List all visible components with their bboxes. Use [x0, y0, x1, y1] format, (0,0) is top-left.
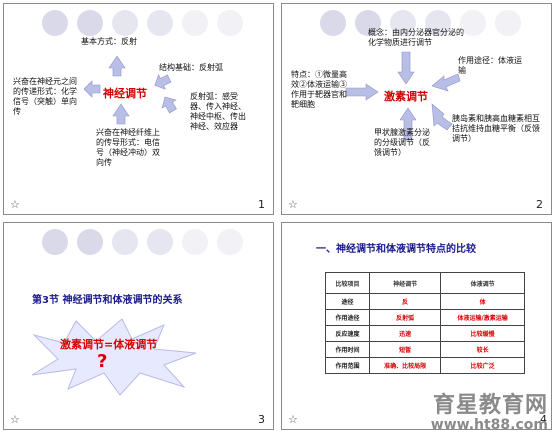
- nerve-fiber-conduction-text: 兴奋在神经纤维上的传导形式：电信号（神经冲动）双向传: [96, 128, 160, 167]
- basic-mode-text: 基本方式：反射: [81, 37, 137, 46]
- concept-arrows: [83, 55, 177, 125]
- circle-icon: [217, 229, 243, 255]
- watermark-url: www.ht88.com: [430, 417, 548, 433]
- table-row: 途径 反 体: [325, 293, 525, 310]
- decorative-circles: [4, 229, 273, 259]
- blood-sugar-text: 胰岛素和胰高血糖素相互拮抗维持血糖平衡（反馈调节）: [452, 114, 540, 143]
- thyroid-regulation-text: 甲状腺激素分泌的分级调节（反馈调节）: [374, 128, 430, 157]
- slide-number: 1: [258, 198, 265, 211]
- circle-icon: [42, 10, 68, 36]
- table-header-cell: 神经调节: [368, 272, 442, 294]
- reflex-arc-text: 反射弧：感受器、传入神经、神经中枢、传出神经、效应器: [190, 92, 246, 131]
- table-cell: 作用时间: [325, 341, 370, 358]
- burst-shape: [31, 318, 197, 396]
- hormone-regulation-label: 激素调节: [382, 88, 430, 104]
- circle-icon: [112, 10, 138, 36]
- table-cell: 短暂: [368, 341, 442, 358]
- circle-icon: [182, 229, 208, 255]
- star-icon: ☆: [288, 413, 298, 426]
- slide-number: 2: [536, 198, 543, 211]
- slide-title: 一、神经调节和体液调节特点的比较: [316, 244, 476, 255]
- question-mark: ?: [97, 351, 108, 372]
- features-text: 特点：①微量高效②体液运输③作用于靶器官和靶细胞: [291, 70, 347, 109]
- slide-4-thumbnail[interactable]: 一、神经调节和体液调节特点的比较 比较项目 神经调节 体液调节 途径 反 体 作…: [281, 222, 552, 430]
- table-cell: 迅速: [368, 325, 442, 342]
- decorative-circles: [4, 10, 273, 40]
- slide-number: 3: [258, 413, 265, 426]
- table-row: 作用时间 短暂 较长: [325, 341, 525, 358]
- circle-icon: [42, 229, 68, 255]
- circle-icon: [147, 10, 173, 36]
- structure-basis-text: 结构基础：反射弧: [159, 63, 223, 72]
- table-cell: 准确、比较局限: [368, 357, 442, 374]
- table-cell: 作用途径: [325, 309, 370, 326]
- burst-text: 激素调节=体液调节: [60, 338, 158, 351]
- slide-1-thumbnail[interactable]: 基本方式：反射 结构基础：反射弧 神经调节 反射弧：感受器、传入神经、神经中枢、…: [3, 3, 274, 215]
- slide-title: 第3节 神经调节和体液调节的关系: [32, 295, 183, 306]
- table-row: 作用范围 准确、比较局限 比较广泛: [325, 357, 525, 374]
- circle-icon: [495, 10, 521, 36]
- pathway-text: 作用途径：体液运输: [458, 56, 522, 75]
- circle-icon: [77, 10, 103, 36]
- circle-icon: [112, 229, 138, 255]
- watermark-brand: 育星教育网: [432, 393, 548, 418]
- concept-arrows: [345, 51, 461, 141]
- circle-icon: [460, 10, 486, 36]
- table-cell: 体液运输/激素运输: [440, 309, 525, 326]
- circle-icon: [320, 10, 346, 36]
- decorative-circles: [282, 10, 551, 40]
- table-cell: 作用范围: [325, 357, 370, 374]
- table-cell: 途径: [325, 293, 370, 310]
- star-icon: ☆: [10, 198, 20, 211]
- nerve-regulation-label: 神经调节: [101, 85, 149, 101]
- circle-icon: [217, 10, 243, 36]
- table-cell: 比较广泛: [440, 357, 525, 374]
- slide-2-thumbnail[interactable]: 概念：由内分泌器官分泌的化学物质进行调节 作用途径：体液运输 激素调节 特点：①…: [281, 3, 552, 215]
- synapse-transmission-text: 兴奋在神经元之间的传递形式：化学信号（突触）单向传: [13, 77, 77, 116]
- circle-icon: [390, 10, 416, 36]
- table-cell: 反射弧: [368, 309, 442, 326]
- slide-number: 4: [540, 413, 547, 426]
- star-icon: ☆: [288, 198, 298, 211]
- table-cell: 体: [440, 293, 525, 310]
- watermark: 育星教育网 www.ht88.com: [431, 394, 548, 433]
- table-cell: 反应速度: [325, 325, 370, 342]
- table-header-cell: 体液调节: [440, 272, 525, 294]
- slide-3-thumbnail[interactable]: 第3节 神经调节和体液调节的关系 激素调节=体液调节 ? ☆ 3: [3, 222, 274, 430]
- circle-icon: [77, 229, 103, 255]
- table-cell: 较长: [440, 341, 525, 358]
- star-icon: ☆: [10, 413, 20, 426]
- circle-icon: [425, 10, 451, 36]
- table-row: 作用途径 反射弧 体液运输/激素运输: [325, 309, 525, 326]
- table-cell: 反: [368, 293, 442, 310]
- circle-icon: [355, 10, 381, 36]
- circle-icon: [147, 229, 173, 255]
- table-header-cell: 比较项目: [325, 272, 370, 294]
- concept-text: 概念：由内分泌器官分泌的化学物质进行调节: [368, 28, 464, 47]
- comparison-table: 比较项目 神经调节 体液调节 途径 反 体 作用途径 反射弧 体液运输/激素运输…: [325, 272, 525, 374]
- circle-icon: [182, 10, 208, 36]
- table-row: 反应速度 迅速 比较缓慢: [325, 325, 525, 342]
- table-cell: 比较缓慢: [440, 325, 525, 342]
- table-header-row: 比较项目 神经调节 体液调节: [325, 272, 525, 294]
